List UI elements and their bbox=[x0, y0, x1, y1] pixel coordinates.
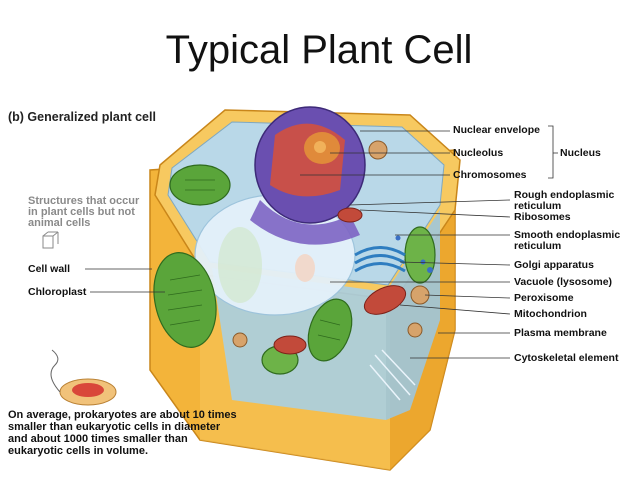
label-chromosomes: Chromosomes bbox=[453, 169, 527, 181]
prokaryote-illustration bbox=[50, 349, 117, 406]
label-vacuole: Vacuole (lysosome) bbox=[514, 276, 613, 288]
plant-only-note: Structures that occur in plant cells but… bbox=[28, 195, 140, 229]
label-chloroplast: Chloroplast bbox=[28, 286, 87, 298]
prokaryote-note: On average, prokaryotes are about 10 tim… bbox=[8, 409, 237, 457]
cytoskeleton bbox=[369, 349, 416, 401]
label-ribosomes: Ribosomes bbox=[514, 211, 571, 223]
label-rough-er-line2: reticulum bbox=[514, 200, 562, 212]
label-nuclear-envelope: Nuclear envelope bbox=[453, 124, 540, 136]
figure-subtitle: (b) Generalized plant cell bbox=[8, 110, 156, 124]
mitochondria bbox=[273, 207, 407, 355]
label-smooth-er-line2: reticulum bbox=[514, 240, 562, 252]
label-rough-er-line1: Rough endoplasmic bbox=[514, 189, 615, 201]
label-cytoskeletal-element: Cytoskeletal element bbox=[514, 352, 619, 364]
label-golgi: Golgi apparatus bbox=[514, 259, 594, 271]
label-peroxisome: Peroxisome bbox=[514, 292, 574, 304]
nucleus-illustration bbox=[250, 106, 366, 245]
label-mitochondrion: Mitochondrion bbox=[514, 308, 587, 320]
label-smooth-er-line1: Smooth endoplasmic bbox=[514, 229, 621, 241]
golgi-illustration bbox=[354, 246, 406, 273]
plant-cell-icon bbox=[42, 231, 59, 249]
label-cell-wall: Cell wall bbox=[28, 263, 71, 275]
label-plasma-membrane: Plasma membrane bbox=[514, 327, 607, 339]
leader-lines bbox=[85, 125, 558, 359]
label-nucleolus: Nucleolus bbox=[453, 147, 504, 159]
page-title: Typical Plant Cell bbox=[165, 28, 473, 72]
label-nucleus: Nucleus bbox=[560, 147, 601, 159]
